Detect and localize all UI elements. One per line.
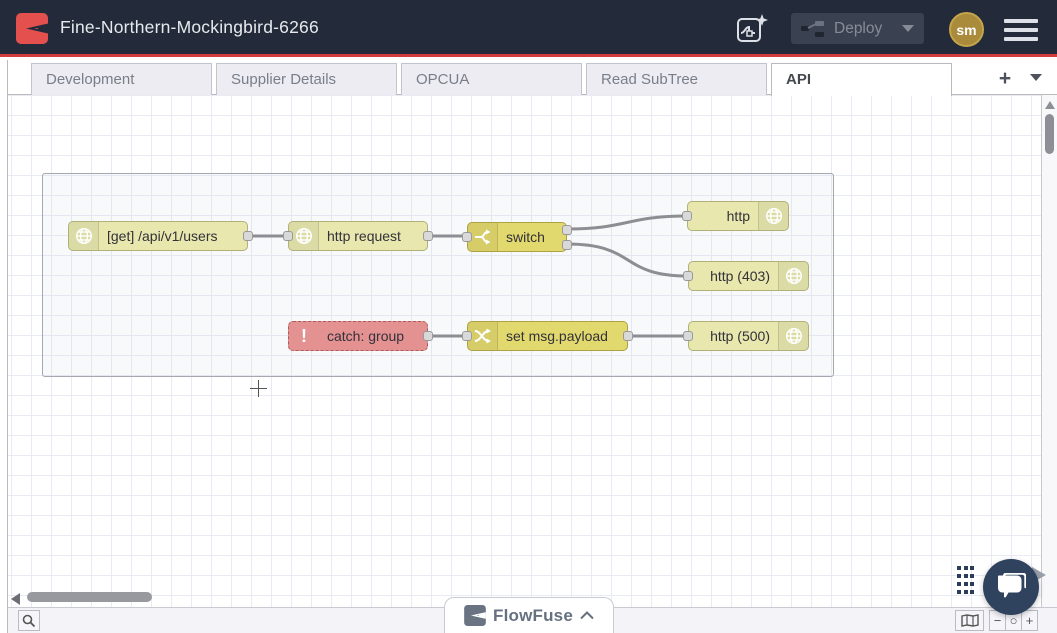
node-label: http request (327, 228, 401, 244)
deploy-caret-icon[interactable] (902, 25, 914, 32)
flow-assistant-icon[interactable] (736, 13, 768, 45)
flowfuse-footer-label: FlowFuse (493, 605, 573, 625)
tab-development[interactable]: Development (31, 63, 212, 95)
node-switch[interactable]: switch (462, 222, 572, 252)
tab-api[interactable]: API (771, 63, 952, 96)
node-label: http (403) (710, 268, 770, 284)
input-port[interactable] (682, 211, 692, 221)
input-port[interactable] (283, 231, 293, 241)
tab-read-subtree[interactable]: Read SubTree (586, 63, 767, 95)
scroll-left-icon[interactable] (11, 593, 20, 605)
fork-icon (468, 223, 498, 251)
user-avatar[interactable]: sm (949, 12, 984, 47)
globe-icon (758, 202, 788, 230)
node-label: http (500) (710, 328, 770, 344)
vertical-scrollbar[interactable] (1041, 95, 1057, 607)
horizontal-scroll-thumb[interactable] (27, 592, 152, 602)
node-label: http (726, 208, 750, 224)
chat-drag-handle[interactable] (957, 566, 974, 605)
chat-icon (998, 573, 1026, 598)
output-port[interactable] (243, 231, 253, 241)
deploy-label: Deploy (834, 19, 883, 37)
node-http-in[interactable]: [get] /api/v1/users (68, 221, 253, 251)
vertical-scroll-thumb[interactable] (1045, 114, 1054, 154)
flow-list-caret-icon[interactable] (1030, 74, 1042, 81)
node-label: set msg.payload (506, 328, 608, 344)
node-catch[interactable]: ! catch: group (288, 321, 433, 351)
globe-icon (69, 222, 99, 250)
output-port-2[interactable] (562, 240, 572, 250)
globe-icon (289, 222, 319, 250)
output-port-1[interactable] (562, 225, 572, 235)
tab-supplier-details[interactable]: Supplier Details (216, 63, 397, 95)
deploy-button[interactable]: Deploy (791, 13, 924, 44)
search-icon (22, 614, 36, 628)
instance-title: Fine-Northern-Mockingbird-6266 (60, 17, 319, 37)
flowfuse-logo-icon (16, 13, 48, 44)
chat-launcher-button[interactable] (983, 559, 1039, 615)
node-http-response[interactable]: http (682, 201, 789, 231)
input-port[interactable] (462, 232, 472, 242)
node-change[interactable]: set msg.payload (462, 321, 633, 351)
output-port[interactable] (423, 331, 433, 341)
avatar-initials: sm (956, 21, 977, 38)
cursor-crosshair (258, 380, 259, 397)
tab-opcua[interactable]: OPCUA (401, 63, 582, 95)
globe-icon (778, 262, 808, 290)
flowfuse-footer-button[interactable]: FlowFuse (444, 597, 614, 633)
node-http-response-500[interactable]: http (500) (683, 321, 809, 351)
input-port[interactable] (683, 331, 693, 341)
globe-icon (778, 322, 808, 350)
node-http-response-403[interactable]: http (403) (683, 261, 809, 291)
node-http-request[interactable]: http request (283, 221, 433, 251)
node-label: [get] /api/v1/users (107, 228, 218, 244)
add-flow-button[interactable]: + (998, 67, 1012, 90)
output-port[interactable] (423, 231, 433, 241)
chevron-up-icon (580, 611, 594, 620)
deploy-icon (801, 20, 824, 37)
flowfuse-footer-logo-icon (464, 605, 486, 626)
scroll-up-icon[interactable] (1045, 101, 1055, 109)
input-port[interactable] (462, 331, 472, 341)
flow-canvas[interactable]: [get] /api/v1/users http request switch … (8, 95, 1041, 607)
header-bar: Fine-Northern-Mockingbird-6266 Deploy sm (0, 0, 1057, 57)
main-menu-icon[interactable] (1004, 19, 1038, 41)
node-label: switch (506, 229, 545, 245)
collapsed-palette (0, 60, 8, 633)
node-label: catch: group (327, 328, 405, 344)
shuffle-icon (468, 322, 498, 350)
map-icon (960, 614, 979, 627)
navigator-button[interactable] (955, 610, 984, 631)
output-port[interactable] (623, 331, 633, 341)
search-button[interactable] (18, 610, 40, 631)
zoom-in-button[interactable]: + (1021, 610, 1038, 631)
input-port[interactable] (683, 271, 693, 281)
warning-icon: ! (301, 325, 307, 346)
flow-tab-bar: Development Supplier Details OPCUA Read … (8, 60, 1057, 96)
